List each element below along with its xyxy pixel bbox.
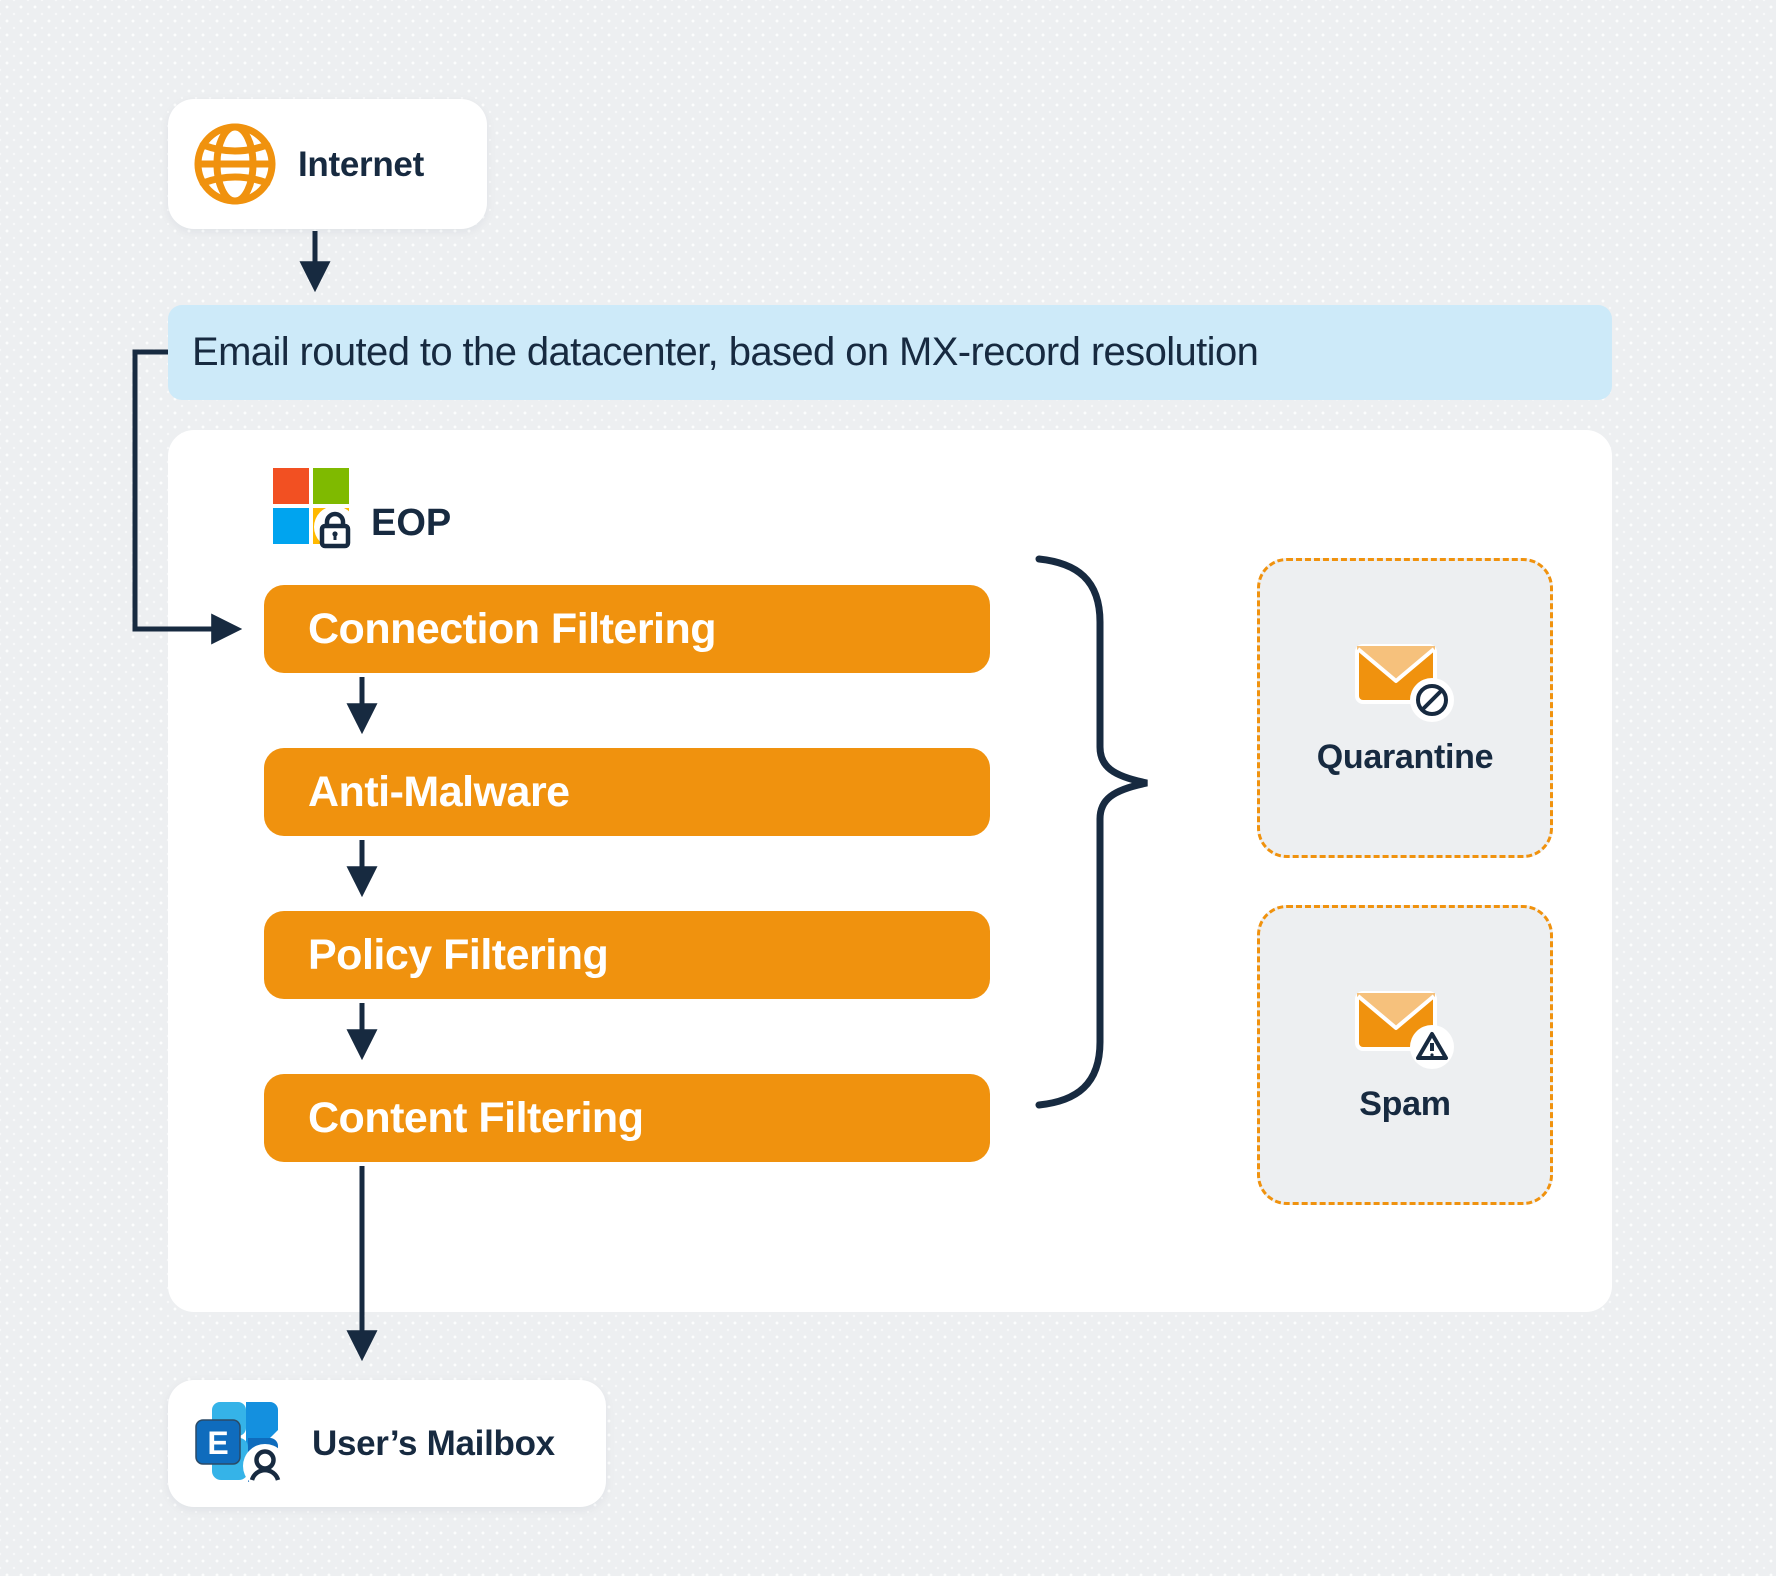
content-filtering-box: Content Filtering [264, 1074, 990, 1162]
quarantine-box: Quarantine [1257, 558, 1553, 858]
mx-routing-text: Email routed to the datacenter, based on… [192, 330, 1259, 374]
spam-box: Spam [1257, 905, 1553, 1205]
mx-routing-banner: Email routed to the datacenter, based on… [168, 305, 1612, 400]
warning-icon [1416, 1031, 1448, 1060]
eop-header: EOP [273, 468, 451, 550]
anti-malware-box: Anti-Malware [264, 748, 990, 836]
prohibition-icon [1416, 683, 1448, 716]
users-mailbox-node: E User’s Mailbox [168, 1380, 606, 1507]
envelope-blocked-icon [1355, 643, 1454, 722]
microsoft-logo [273, 468, 355, 549]
internet-node: Internet [168, 99, 487, 229]
globe-icon [194, 123, 276, 205]
lock-icon [319, 511, 351, 549]
spam-label: Spam [1359, 1084, 1451, 1123]
eop-label: EOP [371, 502, 452, 544]
svg-text:E: E [207, 1425, 228, 1461]
connection-filtering-box: Connection Filtering [264, 585, 990, 673]
person-icon [249, 1448, 281, 1481]
exchange-icon: E [195, 1401, 287, 1488]
policy-filtering-box: Policy Filtering [264, 911, 990, 999]
users-mailbox-label: User’s Mailbox [312, 1424, 555, 1463]
envelope-warning-icon [1355, 990, 1454, 1069]
eop-container: EOP Connection Filtering Anti-Malware Po… [168, 430, 1612, 1312]
quarantine-label: Quarantine [1316, 737, 1494, 776]
internet-label: Internet [298, 144, 424, 184]
